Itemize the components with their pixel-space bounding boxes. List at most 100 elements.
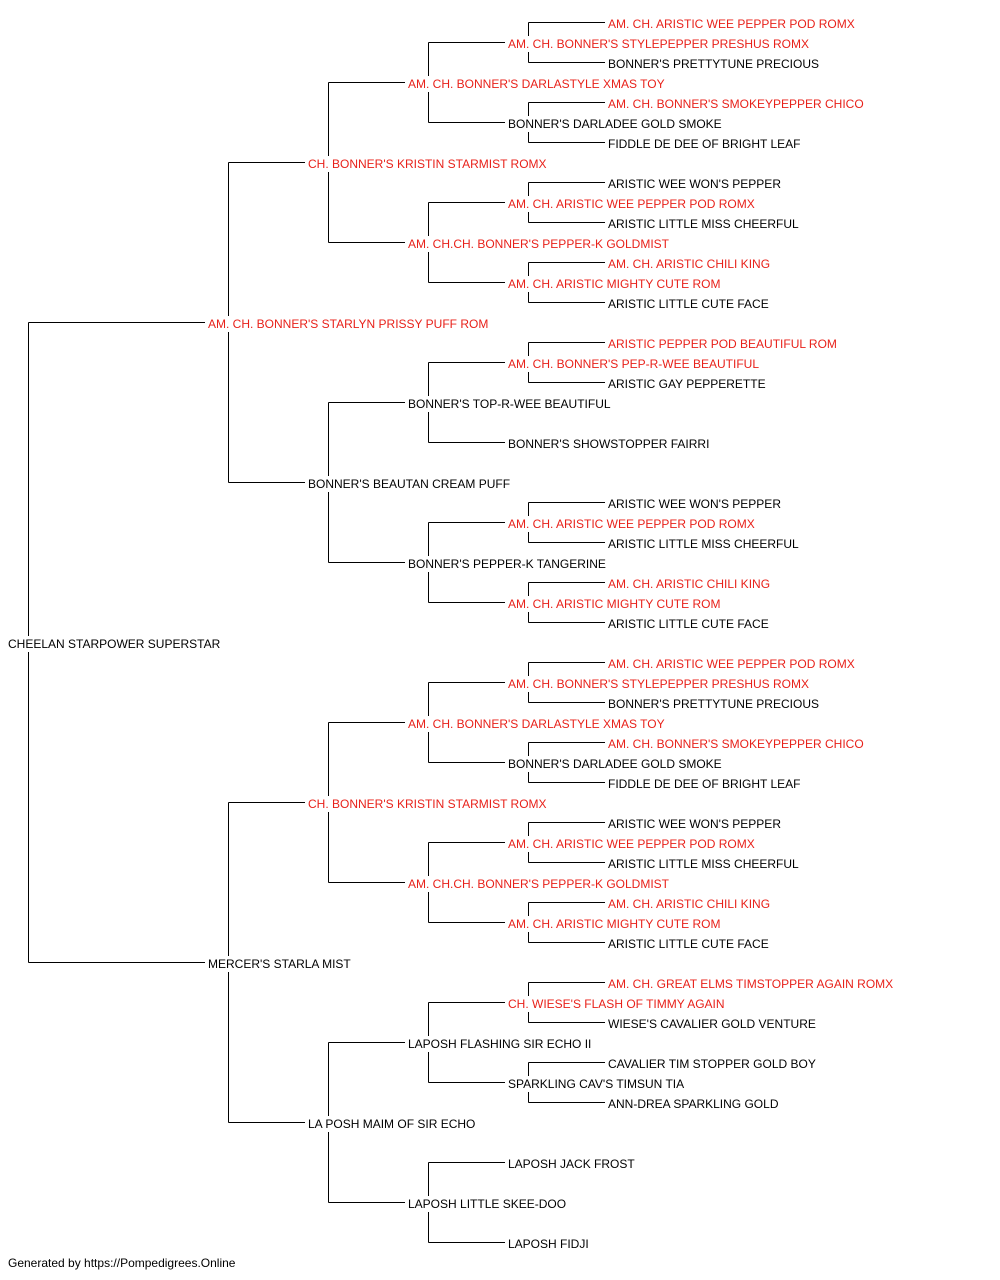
label-backing [606,696,821,712]
label-backing [406,396,613,412]
ancestor-name: BONNER'S BEAUTAN CREAM PUFF [308,477,510,491]
ancestor-name: CH. BONNER'S KRISTIN STARMIST ROMX [308,797,547,811]
ancestor-name: AM. CH. ARISTIC WEE PEPPER POD ROMX [508,517,755,531]
label-backing [506,756,724,772]
ancestor-name: FIDDLE DE DEE OF BRIGHT LEAF [608,777,800,791]
ancestor-name: LAPOSH FIDJI [508,1237,589,1251]
label-backing [506,1076,687,1092]
ancestor-name: AM. CH. ARISTIC WEE PEPPER POD ROMX [608,657,855,671]
ancestor-name: BONNER'S PRETTYTUNE PRECIOUS [608,57,819,71]
ancestor-name: AM. CH. BONNER'S DARLASTYLE XMAS TOY [408,717,665,731]
ancestor-name: AM. CH. ARISTIC CHILI KING [608,257,770,271]
ancestor-name: ARISTIC LITTLE CUTE FACE [608,937,769,951]
ancestor-name: AM. CH. ARISTIC CHILI KING [608,577,770,591]
ancestor-name: AM. CH. ARISTIC CHILI KING [608,897,770,911]
label-backing [606,656,857,672]
label-backing [506,36,812,52]
ancestor-name: BONNER'S PRETTYTUNE PRECIOUS [608,697,819,711]
label-backing [606,256,773,272]
ancestor-name: BONNER'S DARLADEE GOLD SMOKE [508,117,722,131]
label-backing [506,356,762,372]
label-backing [506,1156,638,1172]
label-backing [306,1116,478,1132]
ancestor-name: AM. CH. ARISTIC MIGHTY CUTE ROM [508,917,720,931]
ancestor-name: ARISTIC PEPPER POD BEAUTIFUL ROM [608,337,837,351]
ancestor-name: AM. CH. ARISTIC WEE PEPPER POD ROMX [508,837,755,851]
label-backing [506,1236,591,1252]
ancestor-name: AM. CH.CH. BONNER'S PEPPER-K GOLDMIST [408,237,670,251]
label-backing [606,1016,818,1032]
label-backing [306,476,513,492]
label-backing [606,336,839,352]
label-backing [506,516,757,532]
label-backing [606,496,784,512]
label-backing [606,16,857,32]
label-backing [406,1036,594,1052]
label-backing [206,956,354,972]
ancestor-name: BONNER'S PEPPER-K TANGERINE [408,557,606,571]
ancestor-name: BONNER'S DARLADEE GOLD SMOKE [508,757,722,771]
label-backing [606,896,773,912]
label-backing [606,856,802,872]
ancestor-name: AM. CH.CH. BONNER'S PEPPER-K GOLDMIST [408,877,670,891]
label-backing [606,816,784,832]
ancestor-name: LAPOSH FLASHING SIR ECHO II [408,1037,591,1051]
label-backing [506,836,757,852]
ancestor-name: ARISTIC LITTLE MISS CHEERFUL [608,857,799,871]
ancestor-name: ARISTIC WEE WON'S PEPPER [608,497,781,511]
ancestor-name: AM. CH. BONNER'S SMOKEYPEPPER CHICO [608,737,864,751]
footer-credit: Generated by https://Pompedigrees.Online [8,1256,236,1270]
label-backing [606,576,773,592]
label-backing [606,376,768,392]
label-backing [606,136,803,152]
ancestor-name: SPARKLING CAV'S TIMSUN TIA [508,1077,684,1091]
label-backing [606,976,896,992]
ancestor-name: ARISTIC LITTLE MISS CHEERFUL [608,217,799,231]
ancestor-name: FIDDLE DE DEE OF BRIGHT LEAF [608,137,800,151]
label-backing [506,116,724,132]
ancestor-name: CH. BONNER'S KRISTIN STARMIST ROMX [308,157,547,171]
ancestor-name: ARISTIC GAY PEPPERETTE [608,377,766,391]
ancestor-name: AM. CH. BONNER'S STYLEPEPPER PRESHUS ROM… [508,677,809,691]
ancestor-name: ARISTIC LITTLE MISS CHEERFUL [608,537,799,551]
ancestor-name: ANN-DREA SPARKLING GOLD [608,1097,779,1111]
ancestor-name: LAPOSH LITTLE SKEE-DOO [408,1197,566,1211]
ancestor-name: ARISTIC WEE WON'S PEPPER [608,177,781,191]
label-backing [306,796,549,812]
label-backing [406,76,667,92]
label-backing [606,176,784,192]
ancestor-name: AM. CH. ARISTIC WEE PEPPER POD ROMX [508,197,755,211]
label-backing [206,316,491,332]
ancestor-name: CH. WIESE'S FLASH OF TIMMY AGAIN [508,997,725,1011]
label-backing [606,56,821,72]
label-backing [306,156,549,172]
ancestor-name: AM. CH. BONNER'S STYLEPEPPER PRESHUS ROM… [508,37,809,51]
label-backing [506,996,727,1012]
label-backing [506,276,723,292]
ancestor-name: ARISTIC LITTLE CUTE FACE [608,617,769,631]
ancestor-name: LA POSH MAIM OF SIR ECHO [308,1117,475,1131]
ancestor-name: AM. CH. GREAT ELMS TIMSTOPPER AGAIN ROMX [608,977,893,991]
ancestor-name: AM. CH. BONNER'S STARLYN PRISSY PUFF ROM [208,317,488,331]
subject-dog-name: CHEELAN STARPOWER SUPERSTAR [8,637,221,651]
label-backing [606,296,771,312]
ancestor-name: AM. CH. ARISTIC MIGHTY CUTE ROM [508,277,720,291]
ancestor-name: AM. CH. ARISTIC MIGHTY CUTE ROM [508,597,720,611]
label-backing [606,776,803,792]
label-backing [606,536,802,552]
label-backing [606,216,802,232]
ancestor-name: ARISTIC LITTLE CUTE FACE [608,297,769,311]
ancestor-name: WIESE'S CAVALIER GOLD VENTURE [608,1017,816,1031]
ancestor-name: LAPOSH JACK FROST [508,1157,635,1171]
ancestor-name: AM. CH. BONNER'S DARLASTYLE XMAS TOY [408,77,665,91]
ancestor-name: BONNER'S TOP-R-WEE BEAUTIFUL [408,397,611,411]
label-backing [506,676,812,692]
label-backing [406,236,672,252]
label-backing [506,596,723,612]
ancestor-name: AM. CH. BONNER'S SMOKEYPEPPER CHICO [608,97,864,111]
label-backing [406,1196,569,1212]
label-backing [606,736,866,752]
ancestor-name: AM. CH. ARISTIC WEE PEPPER POD ROMX [608,17,855,31]
ancestor-name: CAVALIER TIM STOPPER GOLD BOY [608,1057,816,1071]
